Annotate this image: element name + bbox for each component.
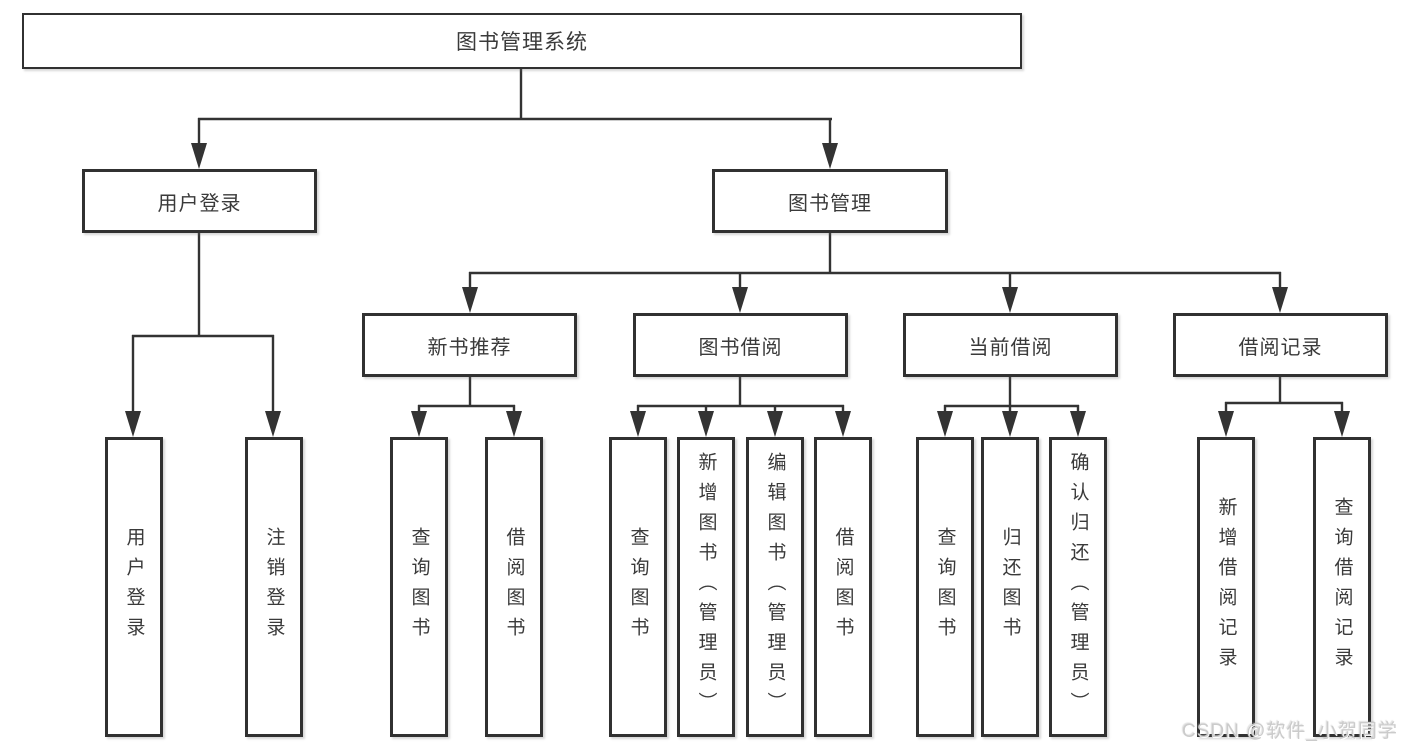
leaf-add-books-admin: 新增图书（管理员） [677, 437, 735, 737]
leaf-edit-books-admin: 编辑图书（管理员） [746, 437, 804, 737]
leaf-query-books-borrow-label: 查询图书 [627, 527, 649, 647]
leaf-confirm-return-admin-label: 确认归还（管理员） [1067, 452, 1089, 722]
leaf-user-login: 用户登录 [105, 437, 163, 737]
node-borrowing-records: 借阅记录 [1173, 313, 1388, 377]
leaf-query-books-recommend-label: 查询图书 [408, 527, 430, 647]
node-user-login: 用户登录 [82, 169, 317, 233]
leaf-add-borrow-record-label: 新增借阅记录 [1215, 497, 1237, 677]
node-book-borrowing: 图书借阅 [633, 313, 848, 377]
leaf-borrow-books-b-label: 借阅图书 [832, 527, 854, 647]
node-book-management: 图书管理 [712, 169, 948, 233]
leaf-query-books-current: 查询图书 [916, 437, 974, 737]
node-new-book-recommendation: 新书推荐 [362, 313, 577, 377]
node-library-management-system: 图书管理系统 [22, 13, 1022, 69]
leaf-query-books-recommend: 查询图书 [390, 437, 448, 737]
leaf-return-books: 归还图书 [981, 437, 1039, 737]
leaf-logout-login-label: 注销登录 [263, 527, 285, 647]
leaf-edit-books-admin-label: 编辑图书（管理员） [764, 452, 786, 722]
node-current-borrowing: 当前借阅 [903, 313, 1118, 377]
leaf-borrow-books-recommend-label: 借阅图书 [503, 527, 525, 647]
leaf-logout-login: 注销登录 [245, 437, 303, 737]
leaf-add-borrow-record: 新增借阅记录 [1197, 437, 1255, 737]
leaf-confirm-return-admin: 确认归还（管理员） [1049, 437, 1107, 737]
arrowheads [125, 143, 1350, 437]
csdn-watermark: CSDN @软件_小贺同学 [1182, 721, 1398, 742]
leaf-query-borrow-record-label: 查询借阅记录 [1331, 497, 1353, 677]
leaf-query-books-borrow: 查询图书 [609, 437, 667, 737]
leaf-add-books-admin-label: 新增图书（管理员） [695, 452, 717, 722]
leaf-user-login-label: 用户登录 [123, 527, 145, 647]
leaf-borrow-books-recommend: 借阅图书 [485, 437, 543, 737]
leaf-query-borrow-record: 查询借阅记录 [1313, 437, 1371, 737]
leaf-query-books-current-label: 查询图书 [934, 527, 956, 647]
leaf-borrow-books-b: 借阅图书 [814, 437, 872, 737]
leaf-return-books-label: 归还图书 [999, 527, 1021, 647]
